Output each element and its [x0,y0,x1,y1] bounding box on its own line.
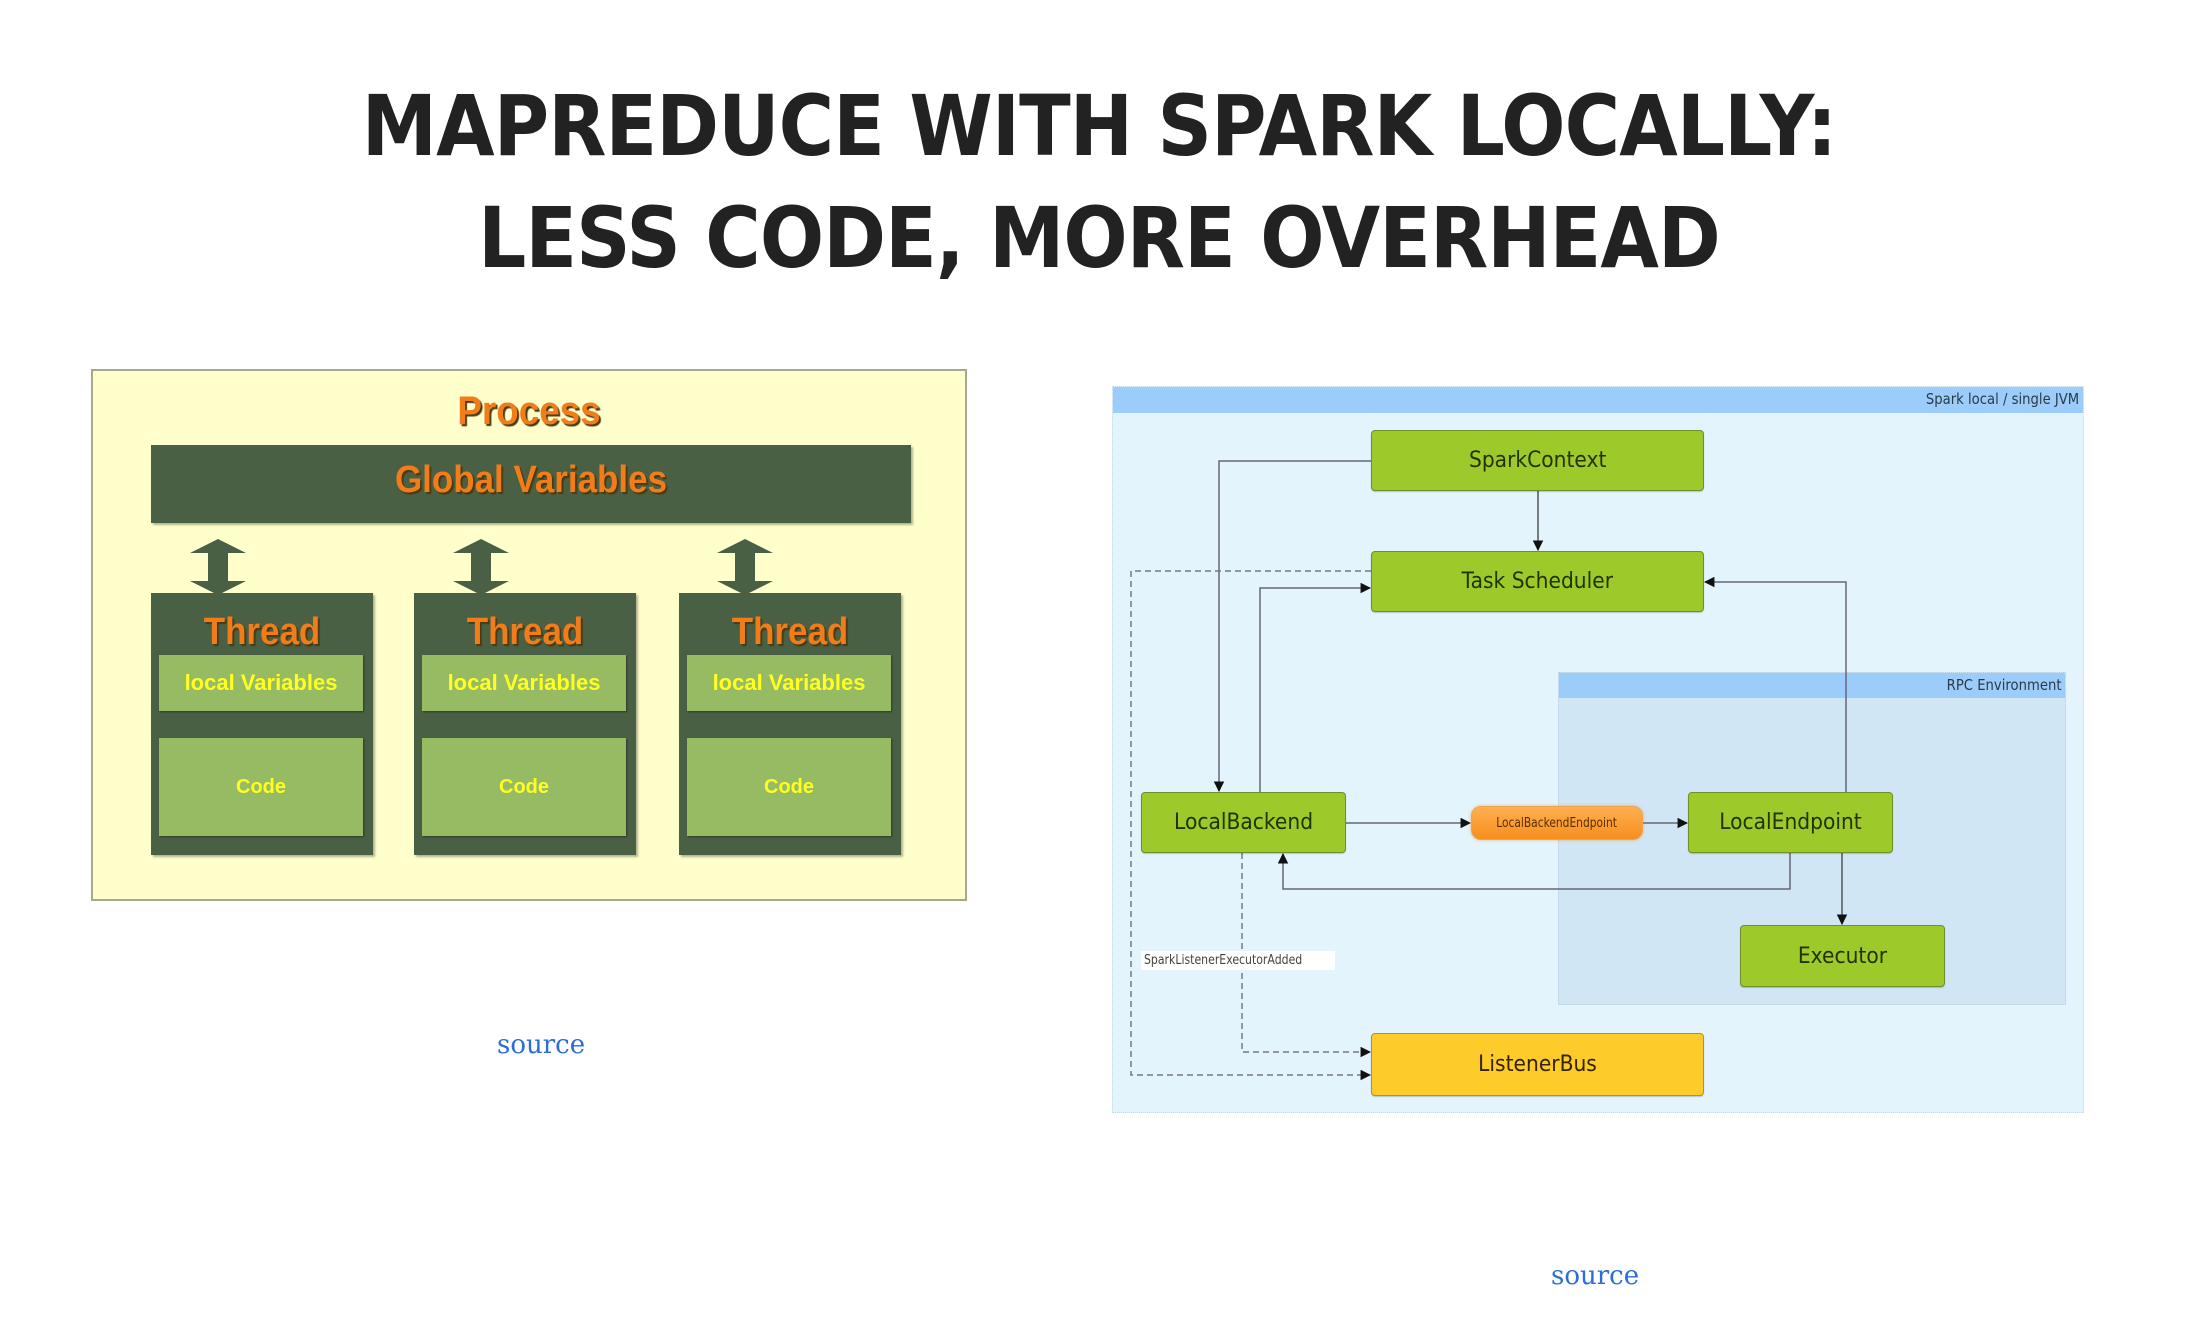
node-label: Task Scheduler [1461,569,1614,594]
container-header: Spark local / single JVM [1113,387,2083,413]
thread-box: Thread local Variables Code [414,593,636,855]
global-variables-bar: Global Variables [151,445,911,523]
node-local-backend: LocalBackend [1141,792,1346,853]
process-label: Process [457,389,601,433]
local-variables-box: local Variables [422,655,626,711]
node-label: ListenerBus [1478,1052,1597,1077]
container-label: Spark local / single JVM [1925,390,2079,408]
node-label: LocalBackend [1173,810,1314,835]
global-variables-label: Global Variables [394,459,668,501]
edge-label-executor-added: SparkListenerExecutorAdded [1141,951,1336,970]
node-local-backend-endpoint: LocalBackendEndpoint [1471,806,1643,840]
title-line-1: MAPREDUCE WITH SPARK LOCALLY: [361,77,1837,175]
local-variables-box: local Variables [687,655,891,711]
node-label: LocalBackendEndpoint [1496,815,1618,831]
thread-label: Thread [466,611,584,653]
thread-box: Thread local Variables Code [151,593,373,855]
rpc-label: RPC Environment [1946,676,2061,694]
title-line-2: LESS CODE, MORE OVERHEAD [478,189,1721,287]
local-variables-box: local Variables [159,655,363,711]
node-listener-bus: ListenerBus [1371,1033,1704,1096]
double-arrow-icon [190,539,246,595]
node-label: LocalEndpoint [1719,810,1862,835]
right-source-link[interactable]: source [1551,1261,1640,1291]
thread-box: Thread local Variables Code [679,593,901,855]
node-spark-context: SparkContext [1371,430,1704,491]
node-task-scheduler: Task Scheduler [1371,551,1704,612]
double-arrow-icon [453,539,509,595]
node-label: Executor [1797,943,1888,969]
double-arrow-icon [717,539,773,595]
node-label: SparkContext [1468,448,1607,473]
node-executor: Executor [1740,925,1945,987]
left-source-link[interactable]: source [497,1030,586,1060]
node-local-endpoint: LocalEndpoint [1688,792,1893,853]
code-box: Code [687,738,891,836]
thread-label: Thread [731,611,849,653]
slide-title: MAPREDUCE WITH SPARK LOCALLY: LESS CODE,… [110,70,2088,294]
rpc-header: RPC Environment [1559,673,2065,698]
code-box: Code [159,738,363,836]
code-box: Code [422,738,626,836]
thread-label: Thread [203,611,321,653]
edge-label-text: SparkListenerExecutorAdded [1144,953,1303,968]
process-diagram: Process Global Variables Thread local Va… [91,369,967,901]
